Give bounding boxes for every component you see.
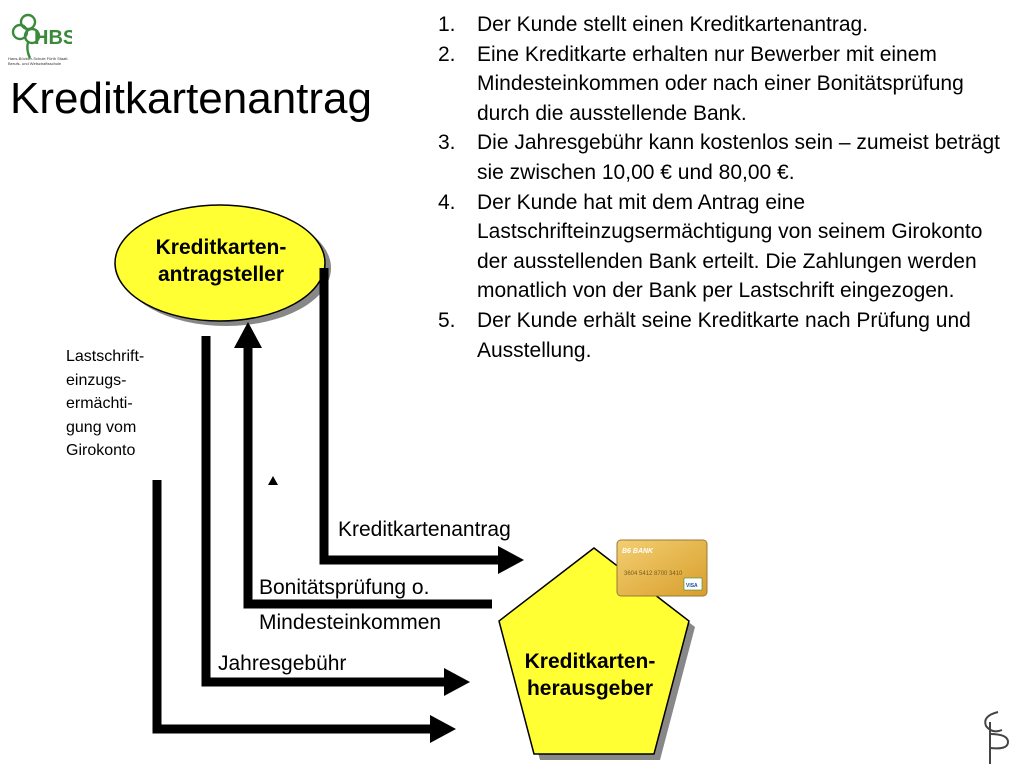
arrow-jahresgebuehr <box>201 336 470 696</box>
arrow-antrag <box>319 268 524 574</box>
issuer-label-line: herausgeber <box>526 677 654 700</box>
flow-label-bonitaet-line2: Mindesteinkommen <box>259 611 442 634</box>
note-line: Lastschrift- <box>66 348 145 365</box>
applicant-label-line: Kreditkarten- <box>155 236 287 259</box>
step-item: 5. Der Kunde erhält seine Kreditkarte nac… <box>428 306 1013 365</box>
step-text: Die Jahresgebühr kann kostenlos sein – z… <box>477 131 1000 184</box>
step-item: 2. Eine Kreditkarte erhalten nur Bewerber… <box>428 40 1013 129</box>
arrow-bonitaet <box>234 322 492 609</box>
small-arrow-marker <box>268 476 278 485</box>
step-text: Der Kunde stellt einen Kreditkartenantra… <box>477 13 869 36</box>
step-item: 1. Der Kunde stellt einen Kreditkartenant… <box>428 10 1013 40</box>
credit-card-icon: B6 BANK 3604 5412 8700 3410 VISA <box>616 539 708 597</box>
step-number: 5. <box>438 308 456 332</box>
step-number: 4. <box>438 190 456 214</box>
note-line: gung vom <box>66 418 137 436</box>
lastschrift-note: Lastschrift- einzugs- ermächti- gung vom… <box>66 345 176 463</box>
note-line: Girokonto <box>66 442 136 459</box>
svg-text:HBS: HBS <box>34 27 72 49</box>
signature-icon <box>984 711 1010 764</box>
flow-label-bonitaet-line1: Bonitätsprüfung o. <box>259 576 430 599</box>
step-text: Der Kunde erhält seine Kreditkarte nach … <box>477 308 971 362</box>
steps-list: 1. Der Kunde stellt einen Kreditkartenant… <box>428 10 1013 365</box>
flow-label-antrag: Kreditkartenantrag <box>338 518 511 541</box>
issuer-label-line: Kreditkarten- <box>524 650 656 673</box>
flow-label-jahresgebuehr: Jahresgebühr <box>218 652 347 675</box>
logo-subtitle: Hans-Böckler-Schule Fürth Staatl. Berufs… <box>8 56 69 66</box>
card-bank-name: B6 BANK <box>622 548 654 555</box>
issuer-node-label: Kreditkarten- herausgeber <box>490 648 690 702</box>
step-text: Eine Kreditkarte erhalten nur Bewerber m… <box>477 42 964 125</box>
step-number: 2. <box>438 42 456 66</box>
applicant-node <box>114 204 326 322</box>
applicant-node-label: Kreditkarten- antragsteller <box>116 234 326 288</box>
card-number: 3604 5412 8700 3410 <box>624 571 683 577</box>
step-number: 3. <box>438 131 456 155</box>
applicant-label-line: antragsteller <box>157 263 285 286</box>
step-item: 4. Der Kunde hat mit dem Antrag eine Last… <box>428 188 1013 306</box>
step-item: 3. Die Jahresgebühr kann kostenlos sein –… <box>428 128 1013 187</box>
note-line: ermächti- <box>66 395 133 412</box>
school-logo-icon: HBS <box>11 13 72 59</box>
arrow-lastschrift <box>152 480 456 743</box>
page-title: Kreditkartenantrag <box>10 74 372 123</box>
note-line: einzugs- <box>66 371 127 389</box>
step-text: Der Kunde hat mit dem Antrag eine Lastsc… <box>477 190 983 303</box>
issuer-node <box>498 547 690 755</box>
card-brand: VISA <box>686 583 698 589</box>
step-number: 1. <box>438 13 456 36</box>
